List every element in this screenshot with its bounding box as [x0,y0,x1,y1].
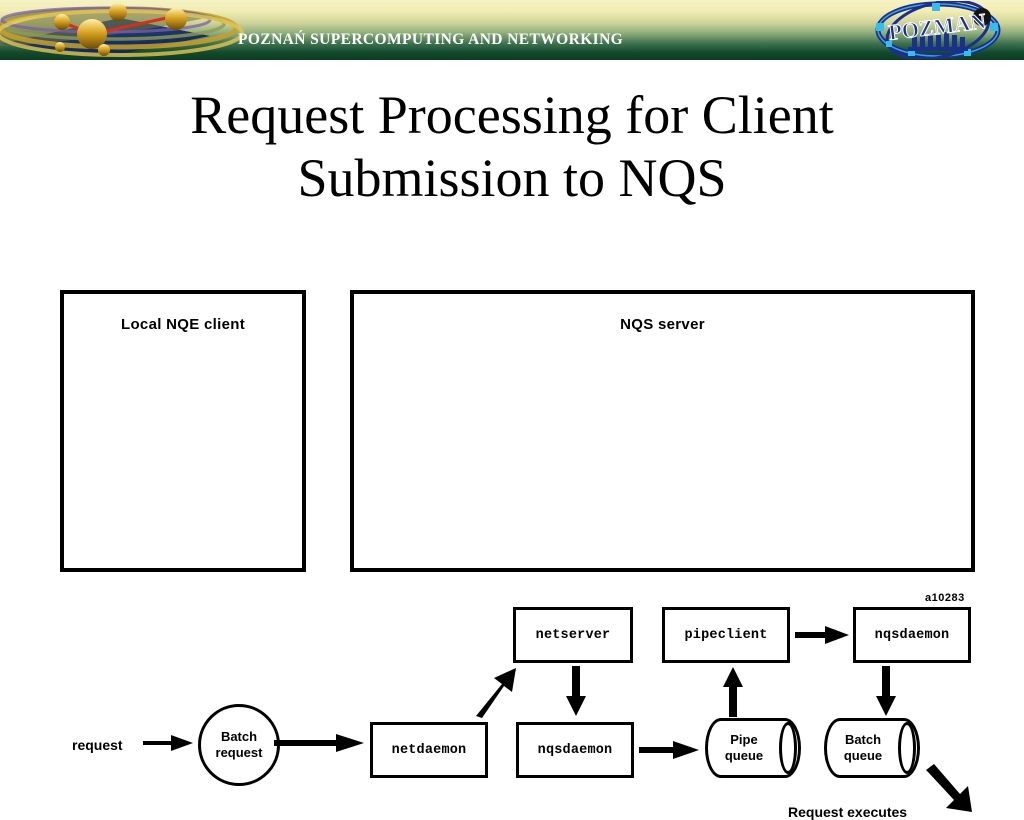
batch-request-line-1: Batch [220,729,258,745]
arrow-client-to-server [274,732,366,754]
batch-request-node: Batch request [198,704,280,786]
batch-queue-line-2: queue [843,748,883,763]
header-artwork [0,0,300,60]
request-label: request [72,737,123,753]
arrow-netserver-to-nqsdaemon [565,666,587,718]
node-netdaemon: netdaemon [370,722,488,778]
node-pipeclient: pipeclient [662,607,790,663]
pipe-queue-line-2: queue [724,748,764,763]
arrow-pipeclient-to-nqsdaemon [795,624,851,646]
arrow-nqsdaemon-to-batch-queue [875,666,897,718]
node-netserver: netserver [513,607,633,663]
organization-title: POZNAŃ SUPERCOMPUTING AND NETWORKING [238,31,624,48]
page-title: Request Processing for Client Submission… [0,84,1024,210]
nqs-server-panel: NQS server [350,290,975,572]
page-title-line-1: Request Processing for Client [190,85,834,145]
figure-id-label: a10283 [925,592,965,604]
batch-queue-cap [898,722,916,774]
node-nqsdaemon-top: nqsdaemon [853,607,971,663]
batch-request-line-2: request [215,745,263,760]
arrow-netdaemon-to-netserver [472,666,518,718]
arrow-batch-queue-to-execute [924,764,974,814]
nqs-server-title: NQS server [620,316,705,333]
request-processing-diagram: Local NQE client request Batch request N… [0,270,1024,820]
arrow-nqsdaemon-to-pipe-queue [639,739,701,761]
page-title-line-2: Submission to NQS [297,148,727,209]
pipe-queue-label: Pipe queue [713,718,775,778]
psnc-logo: POZMAN [868,0,1008,60]
node-nqsdaemon-bottom: nqsdaemon [516,722,634,778]
pipe-queue-line-1: Pipe [730,732,758,748]
local-nqe-client-panel: Local NQE client [60,290,306,572]
local-nqe-client-title: Local NQE client [121,316,245,333]
batch-queue: Batch queue [824,718,920,778]
request-executes-label: Request executes [788,804,908,820]
batch-queue-label: Batch queue [832,718,894,778]
pipe-queue: Pipe queue [705,718,801,778]
arrow-pipe-queue-to-pipeclient [722,666,744,718]
pipe-queue-cap [779,722,797,774]
batch-queue-line-1: Batch [844,732,882,748]
page-header: POZNAŃ SUPERCOMPUTING AND NETWORKING [0,0,1024,60]
arrow-request-to-batch [143,732,195,754]
